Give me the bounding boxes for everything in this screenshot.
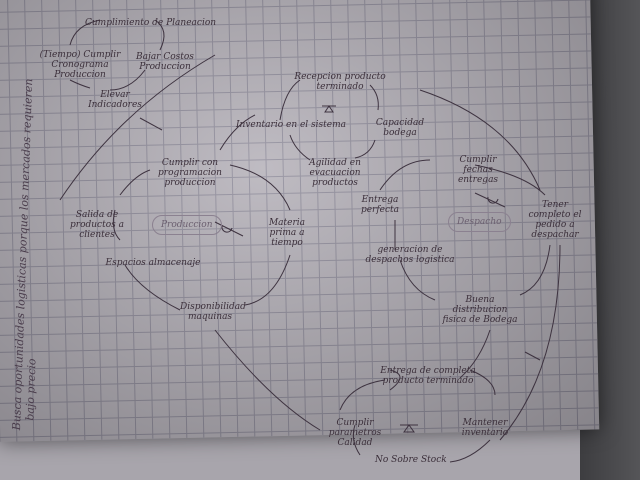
node-cumplir-cronograma: (Tiempo) Cumplir Cronograma Produccion	[39, 50, 121, 80]
long-curve-bottom	[214, 329, 321, 431]
node-cumplir-programacion: Cumplir con programacion produccion	[158, 158, 222, 188]
snowball-icon-dispatch	[474, 192, 506, 208]
node-entrega-completa: Entrega de completa producto terminado	[380, 366, 476, 386]
snowball-icon-top	[139, 117, 163, 131]
node-cumplimiento-planeacion: Cumplimiento de Planeacion	[85, 18, 217, 28]
node-materia-prima: Materia prima a tiempo	[268, 218, 306, 248]
center-despacho: Despacho	[448, 212, 511, 232]
node-espacios-almacenaje: Espacios almacenaje	[105, 258, 201, 268]
long-curve-right-bottom	[499, 244, 561, 441]
node-cumplir-fechas: Cumplir fechas entregas	[457, 155, 499, 185]
node-inventario-sistema: Inventario en el sistema	[236, 120, 347, 130]
node-buena-distribucion: Buena distribucion fisica de Bodega	[442, 295, 518, 325]
snowball-icon-right	[524, 351, 541, 361]
center-produccion: Produccion	[152, 215, 222, 235]
node-recepcion-producto: Recepcion producto terminado	[294, 72, 386, 92]
node-bajar-costos: Bajar Costos Produccion	[136, 52, 194, 72]
node-no-sobre-stock: No Sobre Stock	[375, 455, 447, 465]
node-salida-productos: Salida de productos a clientes	[70, 210, 124, 240]
node-tener-completo: Tener completo el pedido a despachar	[528, 200, 582, 240]
node-disponibilidad-maquinas: Disponibilidad maquinas	[180, 302, 246, 322]
node-agilidad-evacuacion: Agilidad en evacuacion productos	[309, 158, 361, 188]
node-mantener-inventario: Mantener inventario	[461, 418, 509, 438]
node-entrega-perfecta: Entrega perfecta	[360, 195, 400, 215]
node-elevar-indicadores: Elevar Indicadores	[88, 90, 142, 110]
node-capacidad-bodega: Capacidad bodega	[375, 118, 425, 138]
balance-icon	[322, 105, 336, 113]
node-generacion-despachos: generacion de despachos logistica	[365, 245, 455, 265]
balance-icon-bottom	[400, 424, 418, 433]
long-curve-right	[419, 89, 541, 191]
long-curve-left	[59, 54, 216, 201]
node-cumplir-parametros: Cumplir parametros Calidad	[328, 418, 382, 448]
